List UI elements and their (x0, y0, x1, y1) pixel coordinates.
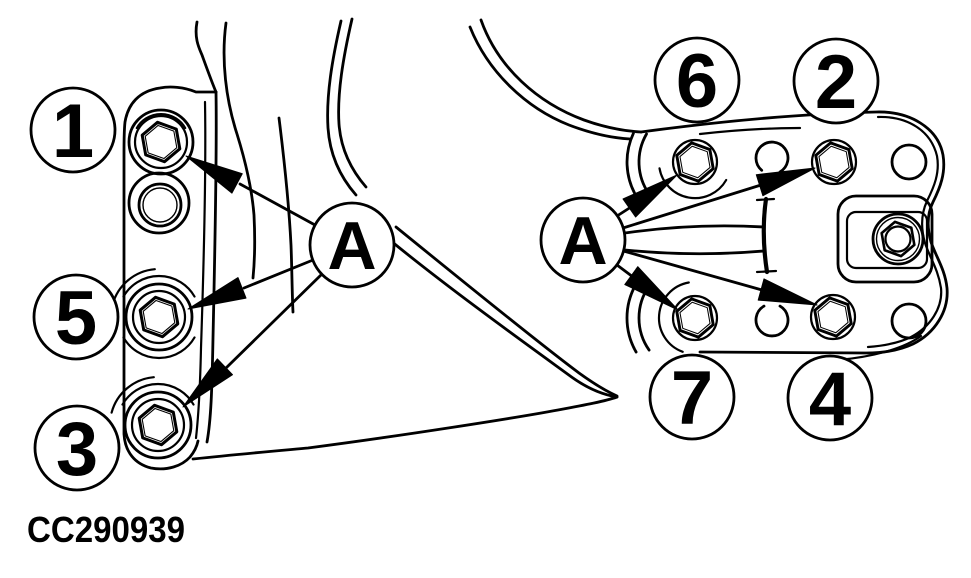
callout-circle-4: 4 (786, 354, 874, 442)
hex-bolt-7 (671, 294, 719, 342)
arrow-to-bolt-7 (624, 266, 679, 311)
leader-line-slot-lower (623, 248, 766, 256)
callout-circle-3: 3 (33, 404, 121, 492)
arrow-to-bolt-6 (622, 174, 678, 218)
callout-circle-6: 6 (653, 36, 741, 124)
detail-callout-a-right: A (539, 196, 627, 284)
small-hole-bottom (754, 304, 790, 338)
oil-pan-rail-outline (191, 225, 619, 461)
arrow-to-bolt-3 (182, 358, 233, 408)
callout-circle-2: 2 (792, 37, 880, 125)
callout-circle-7: 7 (648, 353, 736, 441)
hex-bolt-4 (809, 293, 857, 341)
open-hole (137, 182, 183, 228)
round-hole-top-right (890, 143, 928, 181)
callout-label-3: 3 (56, 407, 98, 492)
leader-line-slot-upper (623, 224, 766, 235)
callout-label-1: 1 (52, 89, 94, 174)
leader-arrows-right (615, 167, 818, 311)
callout-circle-5: 5 (32, 273, 120, 361)
hex-bolt-1 (133, 114, 189, 170)
small-hole-top (754, 140, 790, 174)
engine-outline-curves (194, 17, 643, 314)
callout-label-5: 5 (55, 276, 97, 361)
figure-code: CC290939 (27, 509, 185, 550)
callout-label-7: 7 (671, 356, 713, 441)
arrow-to-bolt-4 (757, 278, 818, 306)
center-slot (755, 196, 778, 275)
callout-label-4: 4 (809, 357, 851, 442)
arrow-to-bolt-2 (755, 167, 816, 197)
right-mount-plate (625, 110, 949, 362)
hex-bolt-3 (130, 397, 186, 453)
side-boss (836, 194, 934, 284)
hex-bolt-5 (131, 289, 187, 345)
stud-bolt (871, 212, 925, 266)
detail-callout-a-left: A (308, 201, 396, 289)
arrow-to-bolt-1 (185, 155, 243, 194)
leader-arrows-left (182, 155, 324, 408)
callout-circle-1: 1 (29, 86, 117, 174)
detail-label-a-right: A (558, 203, 607, 279)
arrow-to-bolt-5 (187, 277, 247, 310)
callout-label-6: 6 (676, 39, 718, 124)
round-hole-bottom-right (890, 302, 928, 340)
hex-bolt-6 (671, 138, 719, 186)
hex-bolt-2 (810, 138, 858, 186)
callout-label-2: 2 (815, 40, 857, 125)
detail-label-a-left: A (327, 208, 376, 284)
left-bracket (110, 85, 218, 471)
